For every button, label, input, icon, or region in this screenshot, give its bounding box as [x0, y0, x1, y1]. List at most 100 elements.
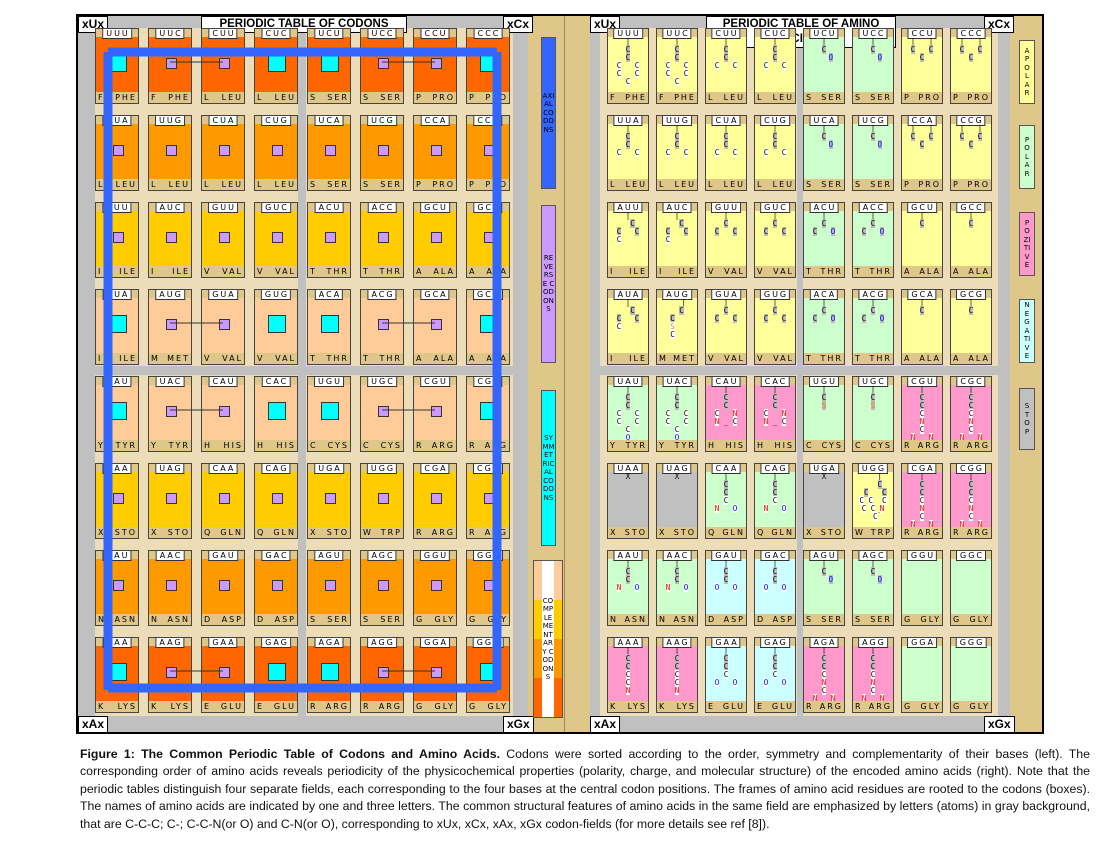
- amino-one-letter: R: [855, 702, 861, 711]
- codon-label: UAA: [613, 464, 643, 474]
- codon-label: AGU: [314, 551, 344, 561]
- structure-line: C: [723, 654, 729, 663]
- amino-one-letter: H: [757, 441, 764, 450]
- structure-line: C: [674, 401, 680, 410]
- legend-label: POLAR: [1024, 135, 1030, 178]
- legend-axial-codons: AXIAL CODONS: [541, 37, 556, 189]
- structure-line: C C: [665, 409, 689, 418]
- structure-line: C: [670, 330, 675, 339]
- structure-line: O: [877, 140, 883, 149]
- codon-label: CCC: [473, 29, 503, 39]
- structure-line: C: [772, 654, 778, 663]
- structure-line: S: [870, 401, 876, 410]
- structure-line: C: [772, 401, 778, 410]
- codon-label: CUU: [208, 29, 238, 39]
- amino-one-letter: V: [257, 267, 263, 276]
- codon-label: GCA: [907, 290, 937, 300]
- structure-line: C: [821, 654, 827, 663]
- structure-line: N: [870, 678, 876, 687]
- amino-one-letter: D: [204, 615, 211, 624]
- amino-three-letter: GLY: [434, 615, 455, 624]
- structure-line: C C: [863, 488, 887, 497]
- molecular-structure: X: [608, 473, 648, 481]
- codon-label: UCU: [809, 29, 839, 39]
- structure-line: N N: [910, 433, 934, 442]
- codon-label: GGG: [472, 638, 504, 648]
- structure-line: C C: [714, 314, 738, 323]
- amino-three-letter: HIS: [276, 441, 296, 450]
- amino-three-letter: SER: [380, 615, 402, 624]
- amino-three-letter: ARG: [966, 528, 990, 537]
- amino-three-letter: STO: [167, 528, 190, 537]
- structure-line: O: [828, 140, 834, 149]
- amino-three-letter: ALA: [433, 267, 455, 276]
- structure-line: | |: [910, 37, 934, 46]
- amino-one-letter: R: [416, 528, 422, 537]
- amino-one-letter: P: [416, 93, 421, 102]
- structure-line: |: [772, 298, 778, 307]
- legend-label: SYMMETRICAL CODONS: [542, 434, 556, 502]
- amino-one-letter: I: [98, 267, 101, 276]
- amino-three-letter: ASN: [167, 615, 190, 624]
- amino-one-letter: H: [708, 441, 715, 450]
- corner-label-xAx: xAx: [590, 716, 621, 733]
- amino-one-letter: D: [257, 615, 264, 624]
- structure-line: |: [772, 472, 778, 481]
- reverse-codon-marker: [378, 145, 389, 156]
- amino-one-letter: A: [469, 354, 475, 363]
- codon-label: CGU: [907, 377, 937, 387]
- codon-label: CAC: [261, 377, 291, 387]
- structure-line: C: [625, 53, 631, 62]
- amino-one-letter: S: [806, 615, 812, 624]
- structure-line: |: [723, 472, 729, 481]
- structure-line: |: [723, 211, 729, 220]
- amino-one-letter: A: [416, 354, 422, 363]
- amino-one-letter: P: [953, 93, 958, 102]
- codon-label: GCG: [956, 290, 986, 300]
- codon-label: GCC: [956, 203, 986, 213]
- codon-label: UCA: [314, 116, 344, 126]
- structure-line: C C: [910, 45, 934, 54]
- corner-label-xGx: xGx: [503, 716, 534, 733]
- amino-three-letter: HIS: [774, 441, 794, 450]
- codon-label: CUG: [760, 116, 790, 126]
- structure-line: C: [723, 567, 729, 576]
- amino-three-letter: LYS: [170, 702, 190, 711]
- amino-one-letter: S: [363, 615, 369, 624]
- structure-line: C: [723, 575, 729, 584]
